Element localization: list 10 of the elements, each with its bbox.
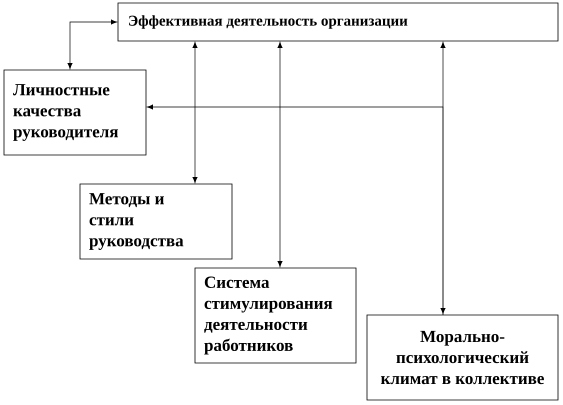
process-box: Морально-психологический климат в коллективе: [366, 314, 558, 400]
process-box: Личностные качества руководителя: [4, 70, 146, 156]
process-box: Методы и стили руководства: [80, 184, 232, 260]
arrow: [440, 42, 446, 314]
arrow: [68, 20, 117, 69]
arrow: [278, 42, 282, 267]
arrow: [192, 42, 198, 183]
arrow: [147, 104, 444, 316]
process-box: Эффективная деятельность организации: [118, 2, 558, 42]
process-box: Система стимулирования деятельности работников: [194, 268, 356, 364]
